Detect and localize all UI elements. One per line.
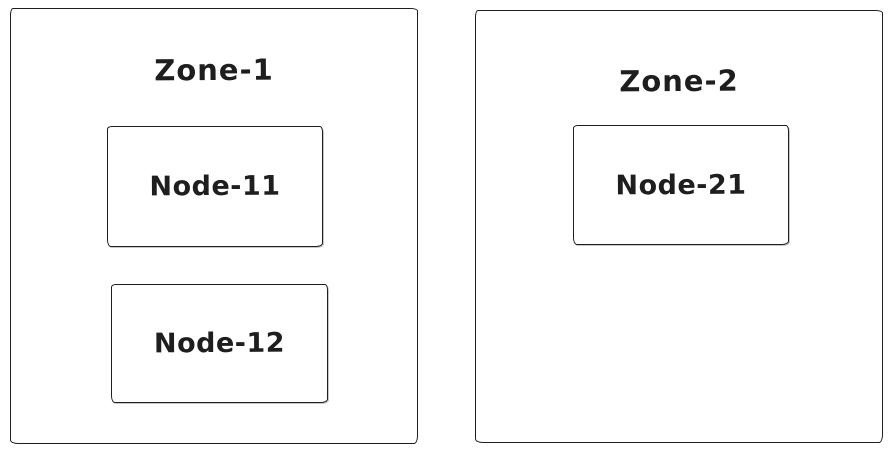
- zone-2-label: Zone-2: [619, 63, 739, 99]
- node-12-label: Node-12: [153, 327, 286, 360]
- node-11-box: Node-11: [107, 126, 323, 247]
- node-12-box: Node-12: [111, 284, 328, 403]
- node-11-label: Node-11: [149, 170, 281, 203]
- node-21-label: Node-21: [615, 169, 747, 201]
- zone-1-container: Zone-1 Node-11 Node-12: [10, 8, 418, 444]
- zone-1-label: Zone-1: [154, 52, 274, 88]
- zone-2-container: Zone-2 Node-21: [475, 10, 883, 443]
- node-21-box: Node-21: [573, 125, 789, 245]
